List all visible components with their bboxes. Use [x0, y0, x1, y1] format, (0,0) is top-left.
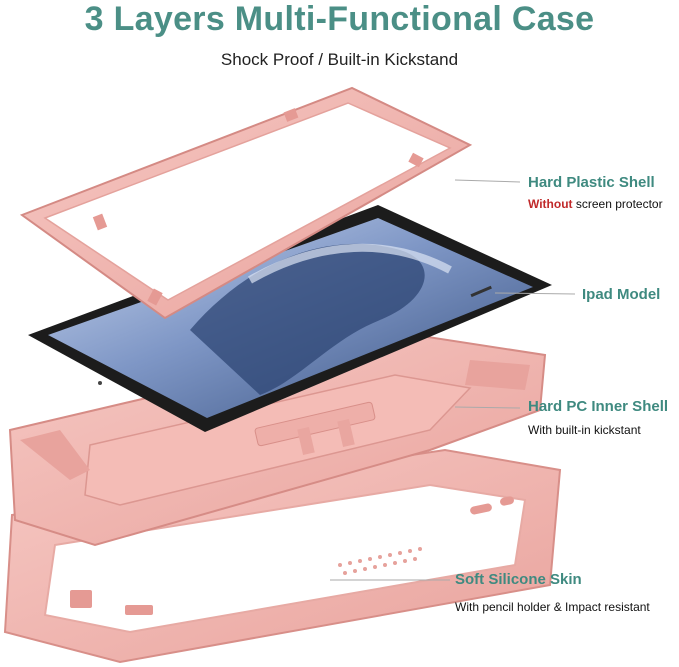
label-soft-silicone-skin-sub: With pencil holder & Impact resistant: [455, 600, 650, 614]
tablet-layer: [28, 205, 552, 432]
inner-shell-layer: [8, 333, 547, 547]
highlight-without: Without: [528, 197, 573, 211]
page-title: 3 Layers Multi-Functional Case: [84, 0, 595, 38]
leader-lines: [330, 179, 576, 581]
label-soft-silicone-skin: Soft Silicone Skin: [455, 571, 582, 588]
page-subtitle: Shock Proof / Built-in Kickstand: [220, 50, 459, 69]
label-ipad-model: Ipad Model: [582, 286, 661, 303]
label-hard-pc-inner-shell: Hard PC Inner Shell: [528, 398, 669, 415]
honeycomb-grip: [338, 547, 422, 575]
plastic-shell-layer: [19, 86, 473, 320]
label-hard-plastic-shell-sub: Without screen protector: [528, 197, 663, 211]
sub-rest-text: screen protector: [572, 197, 663, 211]
label-hard-plastic-shell: Hard Plastic Shell: [528, 174, 655, 191]
label-hard-pc-inner-shell-sub: With built-in kickstant: [528, 423, 641, 437]
